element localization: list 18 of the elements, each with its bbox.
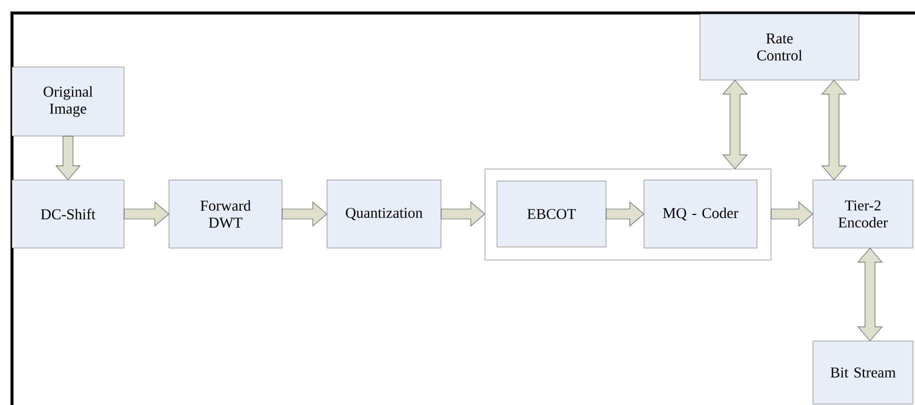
process-box: Quantization xyxy=(326,180,442,248)
block-arrow xyxy=(770,201,814,227)
process-box: MQ - Coder xyxy=(644,180,758,248)
process-box: Bit Stream xyxy=(812,340,914,404)
block-arrow xyxy=(282,201,328,227)
process-box: Original Image xyxy=(12,66,124,136)
block-arrow xyxy=(606,201,644,227)
process-box: Tier-2 Encoder xyxy=(812,180,914,248)
block-arrow xyxy=(124,201,170,227)
process-box: Forward DWT xyxy=(168,180,282,248)
block-arrow xyxy=(857,248,883,342)
process-box: EBCOT xyxy=(496,180,606,248)
block-arrow xyxy=(55,136,81,180)
block-arrow xyxy=(821,80,847,180)
process-box: DC-Shift xyxy=(12,180,124,248)
process-box: Rate Control xyxy=(700,14,860,80)
block-arrow xyxy=(722,80,748,170)
block-arrow xyxy=(440,201,486,227)
